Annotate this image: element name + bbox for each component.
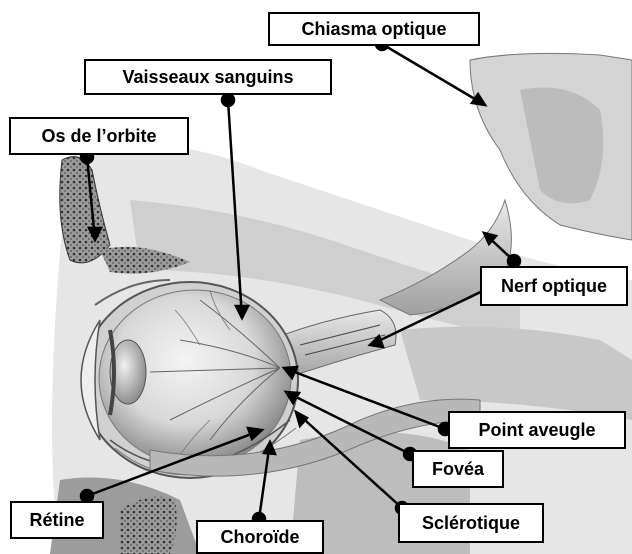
label-sclerotique: Sclérotique bbox=[398, 503, 544, 543]
label-vaisseaux-sanguins: Vaisseaux sanguins bbox=[84, 59, 332, 95]
label-os-orbite: Os de l’orbite bbox=[9, 117, 189, 155]
label-chiasma-optique: Chiasma optique bbox=[268, 12, 480, 46]
label-choroide: Choroïde bbox=[196, 520, 324, 554]
label-point-aveugle: Point aveugle bbox=[448, 411, 626, 449]
label-retine: Rétine bbox=[10, 501, 104, 539]
label-nerf-optique: Nerf optique bbox=[480, 266, 628, 306]
label-fovea: Fovéa bbox=[412, 450, 504, 488]
